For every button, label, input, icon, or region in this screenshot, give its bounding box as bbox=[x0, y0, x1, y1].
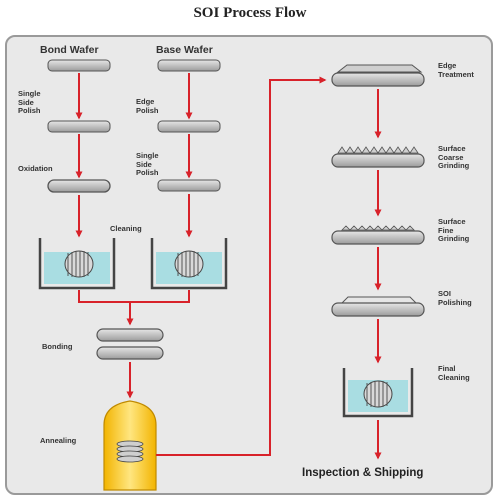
arrow-merge-left bbox=[78, 290, 190, 303]
wafer-after-edge-polish bbox=[157, 120, 221, 133]
label-surface-coarse-grinding: Surface Coarse Grinding bbox=[438, 144, 470, 170]
label-final-cleaning: Final Cleaning bbox=[438, 364, 470, 382]
label-single-side-polish-right: Single Side Polish bbox=[136, 151, 159, 177]
base-wafer bbox=[157, 59, 221, 72]
label-annealing: Annealing bbox=[40, 436, 77, 445]
soi-polishing-wafer bbox=[331, 296, 425, 317]
arrow-annealing-to-edge-treatment bbox=[156, 76, 327, 456]
bond-wafer bbox=[47, 59, 111, 72]
label-cleaning: Cleaning bbox=[110, 224, 142, 233]
label-soi-polishing: SOI Polishing bbox=[438, 289, 472, 307]
label-oxidation: Oxidation bbox=[18, 164, 53, 173]
label-edge-treatment: Edge Treatment bbox=[438, 61, 474, 79]
edge-treatment-wafer bbox=[331, 64, 425, 87]
label-edge-polish: Edge Polish bbox=[136, 97, 159, 115]
label-surface-fine-grinding: Surface Fine Grinding bbox=[438, 217, 470, 243]
wafer-after-polish-right bbox=[157, 179, 221, 192]
cleaning-tank-right bbox=[150, 238, 228, 290]
annealing-furnace bbox=[103, 400, 157, 491]
label-single-side-polish-left: Single Side Polish bbox=[18, 89, 41, 115]
label-bonding: Bonding bbox=[42, 342, 73, 351]
wafer-after-polish-left bbox=[47, 120, 111, 133]
bonded-wafer-top bbox=[96, 328, 164, 342]
cleaning-tank-left bbox=[38, 238, 116, 290]
label-base-wafer: Base Wafer bbox=[156, 44, 213, 56]
oxidized-wafer bbox=[47, 179, 111, 193]
bonded-wafer-bottom bbox=[96, 346, 164, 360]
fine-grinding-wafer bbox=[331, 225, 425, 245]
label-bond-wafer: Bond Wafer bbox=[40, 44, 99, 56]
label-inspection-shipping: Inspection & Shipping bbox=[302, 467, 424, 479]
coarse-grinding-wafer bbox=[331, 146, 425, 168]
page-title: SOI Process Flow bbox=[193, 5, 307, 21]
final-cleaning-tank bbox=[342, 368, 414, 418]
